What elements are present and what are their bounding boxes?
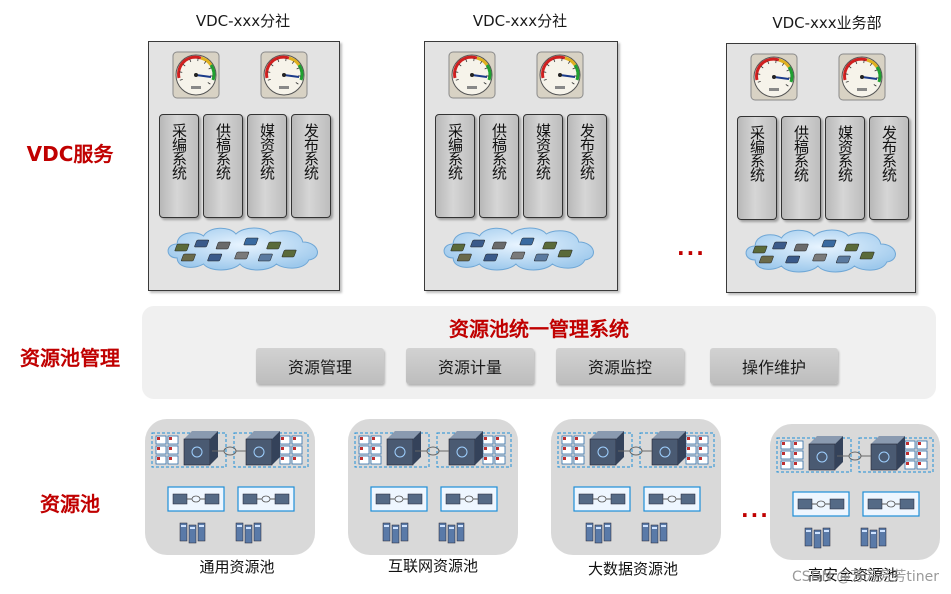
vdc-title-1: VDC-xxx分社 xyxy=(195,12,291,30)
gauge-icon xyxy=(172,51,220,99)
server-cluster-icon xyxy=(776,436,934,549)
pool-internet xyxy=(348,419,518,555)
system-label: 发布系统 xyxy=(880,125,898,181)
function-operation-maintenance: 操作维护 xyxy=(710,348,838,384)
system-label: 供稿系统 xyxy=(792,125,810,181)
function-resource-monitoring: 资源监控 xyxy=(556,348,684,384)
gauge-icon xyxy=(260,51,308,99)
system-label: 采编系统 xyxy=(446,123,464,179)
system-label: 采编系统 xyxy=(748,125,766,181)
system-box: 采编系统 xyxy=(159,114,199,218)
system-label: 媒资系统 xyxy=(258,123,276,179)
system-label: 供稿系统 xyxy=(214,123,232,179)
row-label-resource-pool: 资源池 xyxy=(40,492,100,516)
server-cluster-icon xyxy=(557,431,715,544)
pool-bigdata xyxy=(551,419,721,555)
system-box: 发布系统 xyxy=(291,114,331,218)
system-box: 供稿系统 xyxy=(479,114,519,218)
system-box: 媒资系统 xyxy=(247,114,287,218)
system-box: 媒资系统 xyxy=(825,116,865,220)
pool-label-internet: 互联网资源池 xyxy=(387,557,478,575)
pool-label-high-security: 高安全资源池 xyxy=(807,566,898,584)
function-resource-management: 资源管理 xyxy=(256,348,384,384)
system-box: 发布系统 xyxy=(869,116,909,220)
system-box: 采编系统 xyxy=(737,116,777,220)
network-cloud-icon-1 xyxy=(443,227,594,271)
vdc-panel-1: 采编系统 供稿系统 媒资系统 发布系统 xyxy=(148,41,340,291)
management-title: 资源池统一管理系统 xyxy=(449,317,629,341)
system-label: 媒资系统 xyxy=(534,123,552,179)
network-cloud-icon-0 xyxy=(167,227,318,271)
system-label: 供稿系统 xyxy=(490,123,508,179)
pool-label-bigdata: 大数据资源池 xyxy=(587,560,678,578)
gauge-icon xyxy=(536,51,584,99)
pool-high-security xyxy=(770,424,940,560)
pool-general xyxy=(145,419,315,555)
system-box: 媒资系统 xyxy=(523,114,563,218)
row-label-pool-management: 资源池管理 xyxy=(20,346,120,370)
row-label-vdc-service: VDC服务 xyxy=(26,142,114,166)
vdc-title-3: VDC-xxx业务部 xyxy=(772,14,882,32)
system-label: 媒资系统 xyxy=(836,125,854,181)
network-cloud-icon-2 xyxy=(745,229,896,273)
server-cluster-icon xyxy=(354,431,512,544)
system-label: 采编系统 xyxy=(170,123,188,179)
server-cluster-icon xyxy=(151,431,309,544)
system-box: 采编系统 xyxy=(435,114,475,218)
system-box: 供稿系统 xyxy=(203,114,243,218)
vdc-ellipsis: ... xyxy=(677,236,706,260)
gauge-icon xyxy=(448,51,496,99)
pool-ellipsis: ... xyxy=(741,498,770,522)
vdc-title-2: VDC-xxx分社 xyxy=(472,12,568,30)
vdc-panel-2: 采编系统 供稿系统 媒资系统 发布系统 xyxy=(424,41,618,291)
gauge-icon xyxy=(750,53,798,101)
system-label: 发布系统 xyxy=(578,123,596,179)
pool-label-general: 通用资源池 xyxy=(199,558,275,576)
system-label: 发布系统 xyxy=(302,123,320,179)
vdc-panel-3: 采编系统 供稿系统 媒资系统 发布系统 xyxy=(726,43,916,293)
system-box: 发布系统 xyxy=(567,114,607,218)
system-box: 供稿系统 xyxy=(781,116,821,220)
gauge-icon xyxy=(838,53,886,101)
watermark: CSDN @芳芳芳芳tiner xyxy=(792,569,939,585)
function-resource-metering: 资源计量 xyxy=(406,348,534,384)
